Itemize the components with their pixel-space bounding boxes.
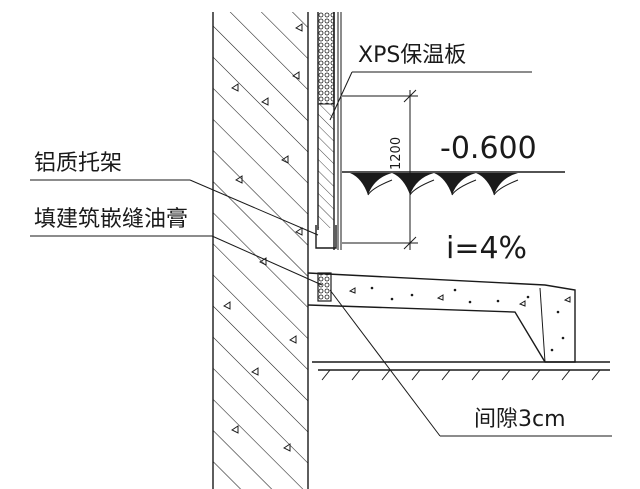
- elevation-label: -0.600: [440, 131, 537, 166]
- bracket-label: 铝质托架: [34, 151, 122, 176]
- concrete-wall: [212, 12, 309, 489]
- xps-insulation-board: [317, 12, 335, 250]
- slope-label: i=4%: [446, 231, 527, 266]
- grade-level-symbol: [342, 171, 565, 196]
- sealant-label: 填建筑嵌缝油膏: [34, 207, 188, 232]
- gap-label: 间隙3cm: [474, 407, 566, 432]
- dimension-line: [342, 89, 418, 250]
- sealant-block: [317, 272, 332, 302]
- sealant-leader: [211, 235, 323, 286]
- apron-slab: [307, 272, 576, 363]
- dimension-text: 1200: [389, 137, 404, 170]
- bracket-leader: [189, 179, 319, 236]
- gap-leader: [329, 289, 441, 437]
- aluminum-bracket: [315, 225, 337, 249]
- insulation-label: XPS保温板: [358, 43, 466, 68]
- ground-line: [312, 361, 610, 381]
- insulation-leader: [329, 71, 353, 121]
